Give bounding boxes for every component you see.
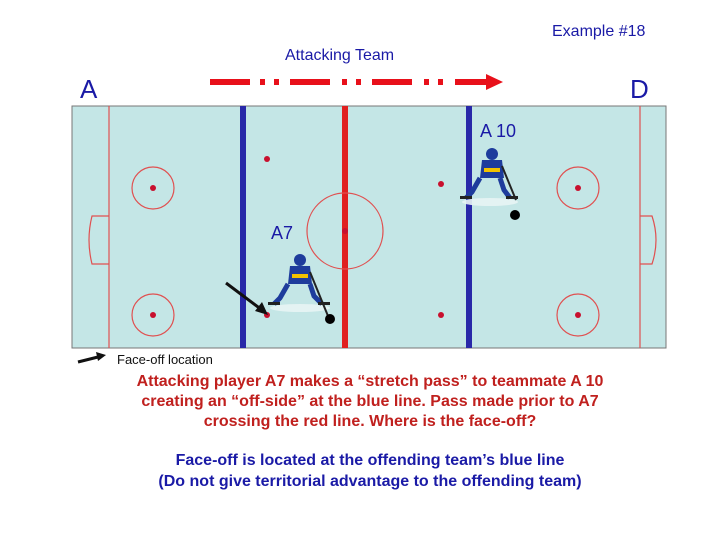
ice-surface [71, 105, 667, 349]
crease-left [88, 215, 109, 265]
answer-line: (Do not give territorial advantage to th… [158, 473, 582, 490]
scenario-description: Attacking player A7 makes a “stretch pas… [60, 372, 680, 432]
crease-right [640, 215, 657, 265]
puck-icon [510, 210, 520, 220]
answer-line: Face-off is located at the offending tea… [175, 452, 565, 469]
scenario-line: creating an “off-side” at the blue line.… [141, 393, 599, 410]
neutral-dot [264, 156, 270, 162]
neutral-dot [438, 181, 444, 187]
blue-line-left [240, 106, 246, 348]
scenario-line: Attacking player A7 makes a “stretch pas… [136, 373, 604, 390]
attack-direction-arrow [210, 74, 503, 90]
center-faceoff-dot [342, 228, 348, 234]
player-a7-label: A7 [271, 223, 294, 243]
player-a7-icon [268, 254, 330, 317]
attacking-end-label: A [80, 74, 98, 104]
player-a10-icon [460, 148, 518, 206]
legend-arrow-icon [77, 352, 106, 364]
endzone-circle-top-right [556, 166, 600, 210]
endzone-circle-bottom-right [556, 293, 600, 337]
answer-text: Face-off is located at the offending tea… [60, 450, 680, 492]
faceoff-pointer-arrow [225, 281, 268, 315]
neutral-dot [438, 312, 444, 318]
endzone-circle-bottom-left [131, 293, 175, 337]
defending-end-label: D [630, 74, 649, 104]
center-circle [306, 192, 384, 270]
center-red-line [342, 106, 348, 348]
example-number: Example #18 [552, 23, 646, 40]
attacking-team-label: Attacking Team [285, 47, 395, 64]
puck-icon [325, 314, 335, 324]
blue-line-right [466, 106, 472, 348]
player-a10-label: A 10 [480, 121, 517, 141]
faceoff-legend-label: Face-off location [117, 352, 213, 367]
endzone-circle-top-left [131, 166, 175, 210]
scenario-line: crossing the red line. Where is the face… [203, 413, 537, 430]
